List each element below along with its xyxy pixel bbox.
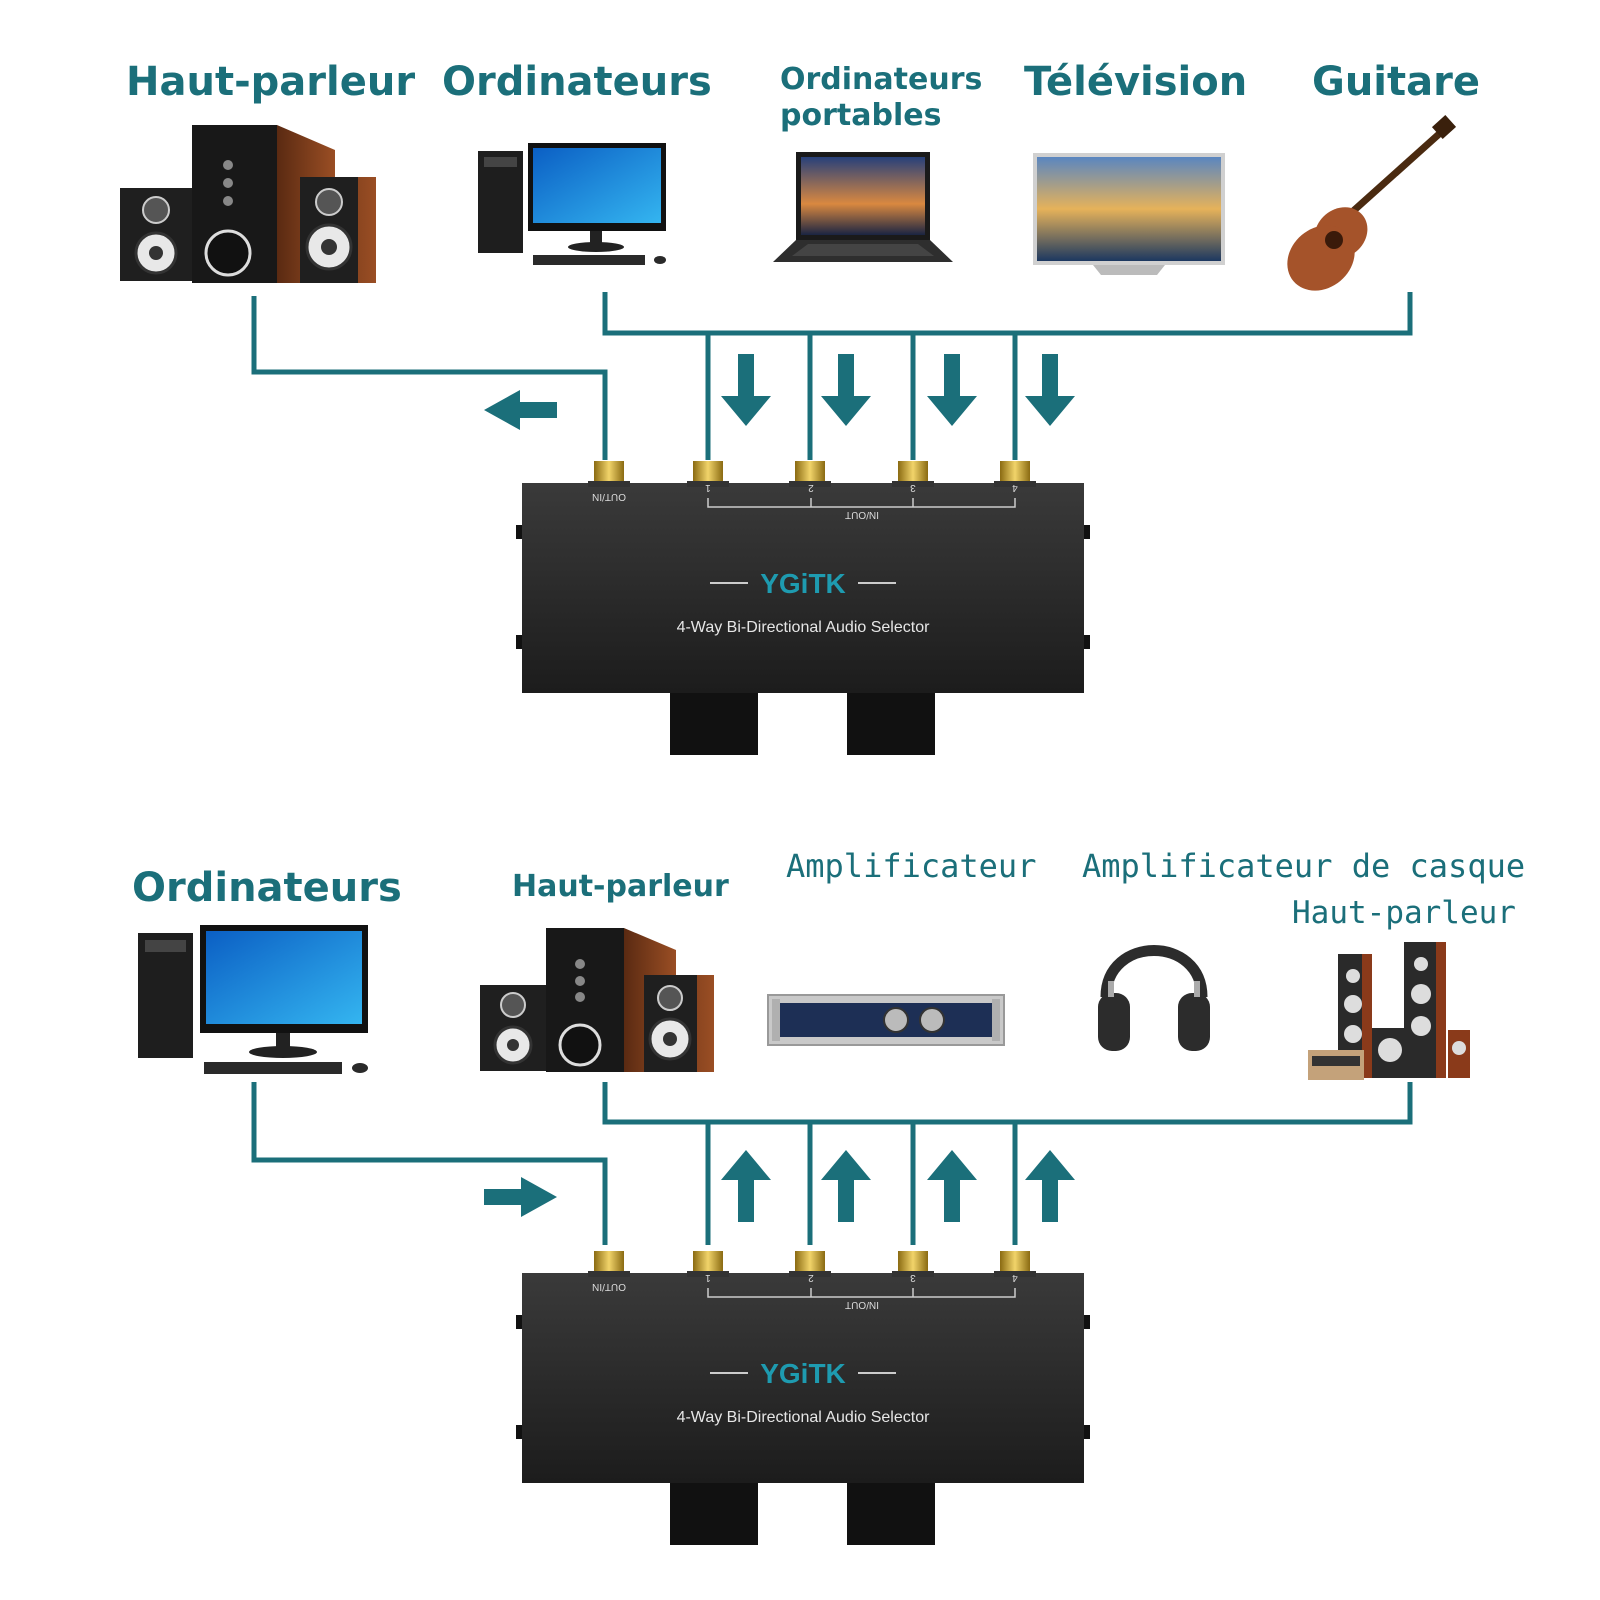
rca-jack-3 xyxy=(892,461,934,487)
floor-speakers-icon xyxy=(1308,942,1470,1080)
port-number-2: 2 xyxy=(808,1272,814,1283)
port-label-in-out: IN/OUT xyxy=(845,509,879,520)
port-number-2: 2 xyxy=(808,482,814,493)
bottom-arrows xyxy=(484,1150,1075,1222)
arrow-down-icon xyxy=(927,354,977,426)
label-top-laptops-line2: portables xyxy=(780,98,942,133)
line-input-bus xyxy=(602,292,1413,336)
headphones-icon xyxy=(1098,945,1210,1051)
line-speaker-to-outin xyxy=(251,296,608,460)
arrow-up-icon xyxy=(1025,1150,1075,1222)
audio-selector-bottom: OUT/IN IN/OUT 1 2 3 4 YGiTK 4-Way Bi-Dir… xyxy=(516,1251,1090,1545)
label-bottom-amplifier: Amplificateur xyxy=(786,847,1037,885)
desktop-computer-icon xyxy=(478,143,666,265)
brand-logo: YGiTK xyxy=(760,1358,846,1389)
bottom-connection-lines xyxy=(251,1082,1413,1245)
audio-selector-top: OUT/IN IN/OUT 1 2 3 4 YGiTK 4-Way Bi-Dir… xyxy=(516,461,1090,755)
line-computer-to-outin xyxy=(251,1082,608,1245)
port-number-4: 4 xyxy=(1012,482,1018,493)
desktop-computer-icon xyxy=(138,925,368,1074)
label-top-computers: Ordinateurs xyxy=(442,59,712,105)
rca-jack-2 xyxy=(789,1251,831,1277)
arrow-down-icon xyxy=(721,354,771,426)
arrow-down-icon xyxy=(821,354,871,426)
speaker-system-icon xyxy=(120,125,376,283)
arrow-right-icon xyxy=(484,1177,557,1217)
arrow-up-icon xyxy=(927,1150,977,1222)
bottom-section xyxy=(138,925,1470,1245)
label-top-laptops-line1: Ordinateurs xyxy=(780,62,983,97)
label-bottom-speaker: Haut-parleur xyxy=(512,869,729,904)
label-bottom-headphone-amp: Amplificateur de casque xyxy=(1082,847,1526,885)
rca-jack-4 xyxy=(994,461,1036,487)
model-name: 4-Way Bi-Directional Audio Selector xyxy=(677,1409,931,1426)
acoustic-guitar-icon xyxy=(1287,115,1457,291)
rca-jack-2 xyxy=(789,461,831,487)
label-top-laptops: Ordinateurs portables xyxy=(780,62,982,134)
port-number-4: 4 xyxy=(1012,1272,1018,1283)
top-arrows xyxy=(484,354,1075,430)
top-connection-lines xyxy=(251,292,1413,460)
port-label-out-in: OUT/IN xyxy=(592,1281,626,1292)
port-number-1: 1 xyxy=(705,1272,711,1283)
rca-jack-1 xyxy=(687,1251,729,1277)
television-icon xyxy=(1033,153,1225,275)
rca-jack-4 xyxy=(994,1251,1036,1277)
port-number-1: 1 xyxy=(705,482,711,493)
arrow-up-icon xyxy=(821,1150,871,1222)
label-top-speaker: Haut-parleur xyxy=(126,59,416,105)
arrow-left-icon xyxy=(484,390,557,430)
model-name: 4-Way Bi-Directional Audio Selector xyxy=(677,619,931,636)
rca-jack-out-in xyxy=(588,1251,630,1277)
arrow-up-icon xyxy=(721,1150,771,1222)
port-number-3: 3 xyxy=(910,482,916,493)
line-output-bus xyxy=(602,1082,1413,1125)
laptop-icon xyxy=(773,152,953,262)
label-top-guitar: Guitare xyxy=(1312,59,1480,105)
rca-jack-out-in xyxy=(588,461,630,487)
label-top-television: Télévision xyxy=(1024,59,1248,105)
speaker-system-icon xyxy=(480,928,714,1072)
brand-logo: YGiTK xyxy=(760,568,846,599)
arrow-down-icon xyxy=(1025,354,1075,426)
label-bottom-floor-speaker: Haut-parleur xyxy=(1292,895,1516,931)
top-section xyxy=(120,115,1457,460)
port-label-in-out: IN/OUT xyxy=(845,1299,879,1310)
port-label-out-in: OUT/IN xyxy=(592,491,626,502)
label-bottom-computers: Ordinateurs xyxy=(132,865,402,911)
rca-jack-3 xyxy=(892,1251,934,1277)
port-number-3: 3 xyxy=(910,1272,916,1283)
amplifier-icon xyxy=(767,994,1005,1046)
rca-jack-1 xyxy=(687,461,729,487)
